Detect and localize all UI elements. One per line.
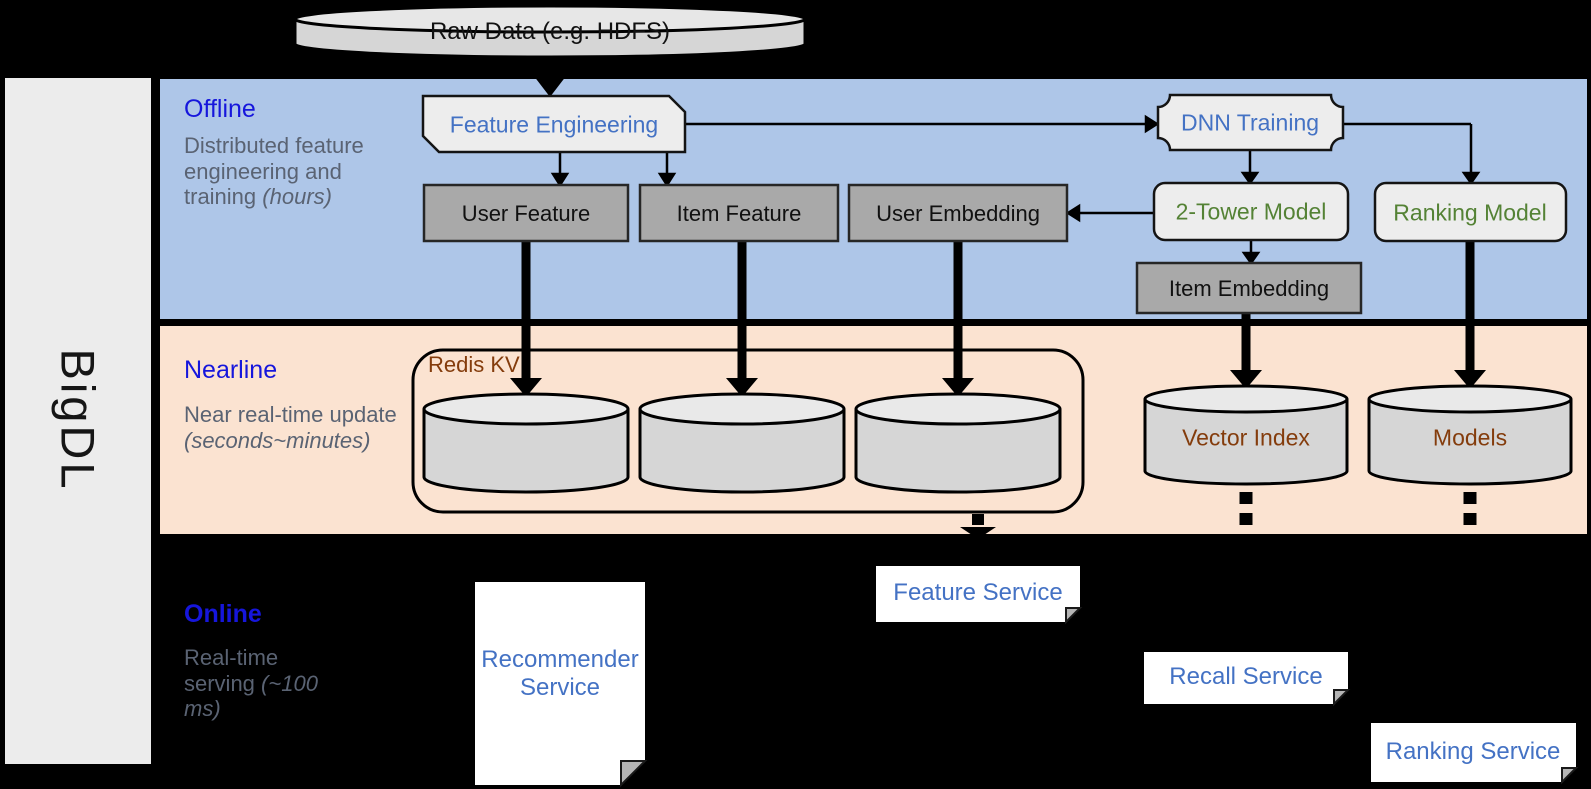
user-feature-box xyxy=(422,183,630,243)
item-embedding-label: Item Embedding xyxy=(1168,276,1330,301)
feature-engineering-label: Feature Engineering xyxy=(449,111,659,138)
offline-lane-desc: Distributed feature engineering and trai… xyxy=(184,133,364,210)
online-lane-title: Online xyxy=(184,600,262,628)
online-desc-text: Real-time serving xyxy=(184,645,279,696)
feature-engineering-shape xyxy=(421,94,687,154)
online-lane-desc: Real-time serving (~100 ms) xyxy=(184,645,334,722)
recommender-service-label: Recommender Service xyxy=(481,646,639,701)
online-desc-em: (~100 ms) xyxy=(184,670,318,722)
dashed-connectors xyxy=(960,492,1477,539)
service-boxes xyxy=(475,566,1579,788)
dnn-training-label: DNN Training xyxy=(1180,109,1320,136)
offline-lane-title: Offline xyxy=(184,95,256,123)
nearline-lane-title: Nearline xyxy=(184,356,278,384)
two-tower-model-box xyxy=(1152,181,1350,242)
two-tower-model-label: 2-Tower Model xyxy=(1175,198,1327,225)
user-feature-label: User Feature xyxy=(461,201,591,226)
offline-desc-em: (hours) xyxy=(262,184,332,210)
bigdl-brand-label: BigDL xyxy=(51,348,105,492)
raw-data-cylinder xyxy=(293,4,807,59)
item-feature-label: Item Feature xyxy=(676,201,802,226)
item-embedding-box xyxy=(1135,261,1363,315)
offline-desc-text: Distributed feature engineering and trai… xyxy=(184,133,364,210)
vector-index-label: Vector Index xyxy=(1182,424,1310,451)
redis-kv-label: Redis KV xyxy=(428,352,520,377)
nearline-desc-text: Near real-time update xyxy=(184,402,397,427)
ranking-service-label: Ranking Service xyxy=(1385,738,1561,765)
thin-connectors xyxy=(534,56,1481,266)
ranking-model-label: Ranking Model xyxy=(1393,199,1547,226)
feature-service-label: Feature Service xyxy=(893,579,1063,606)
item-feature-box xyxy=(638,183,840,243)
nearline-desc-em: (seconds~minutes) xyxy=(184,427,371,453)
user-embedding-label: User Embedding xyxy=(876,201,1040,226)
thick-connectors xyxy=(510,241,1486,397)
raw-data-label: Raw Data (e.g. HDFS) xyxy=(429,18,671,45)
user-embedding-box xyxy=(847,183,1069,243)
bigdl-sidebar xyxy=(5,78,151,764)
store-cylinders xyxy=(1143,384,1573,486)
redis-kv-container xyxy=(411,348,1085,514)
ranking-model-box xyxy=(1373,181,1568,243)
redis-cylinders xyxy=(422,392,1062,494)
recall-service-label: Recall Service xyxy=(1169,663,1323,690)
nearline-lane-desc: Near real-time update (seconds~minutes) xyxy=(184,402,422,453)
dnn-training-shape xyxy=(1156,93,1345,152)
models-label: Models xyxy=(1432,424,1508,451)
